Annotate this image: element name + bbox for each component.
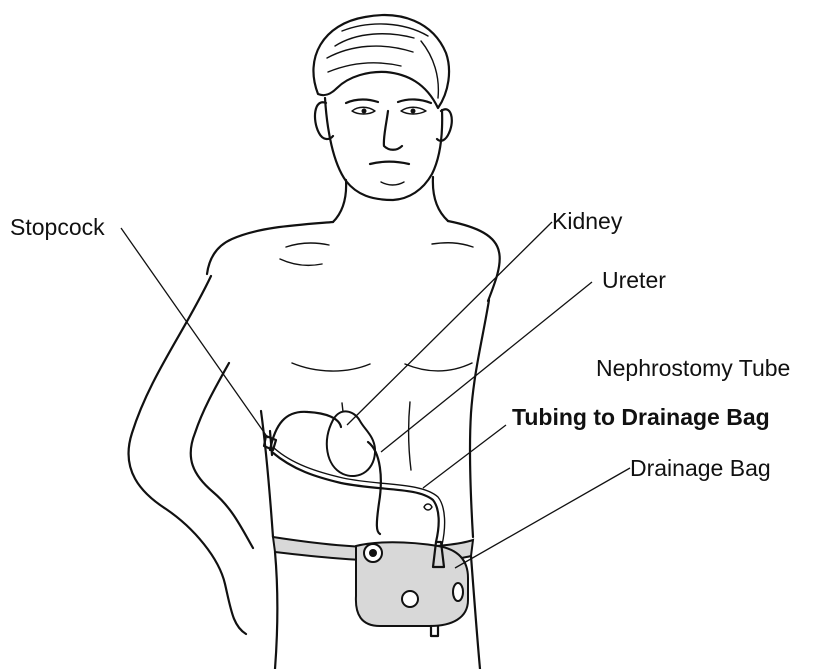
bag-lower-ring: [402, 591, 418, 607]
leader-tubing: [423, 425, 506, 488]
label-stopcock: Stopcock: [10, 216, 105, 239]
navel: [424, 504, 432, 510]
bag-side-ring: [453, 583, 463, 601]
leader-stopcock: [121, 228, 268, 438]
hair: [313, 15, 449, 108]
chest-lines: [280, 243, 473, 266]
leader-kidney: [347, 222, 552, 425]
label-ureter: Ureter: [602, 269, 666, 292]
chin: [381, 182, 404, 185]
left-inner-arm: [191, 363, 253, 548]
mouth: [370, 162, 409, 164]
left-pupil: [362, 109, 367, 114]
leader-drainage-bag: [455, 468, 630, 568]
label-nephrostomy-tube: Nephrostomy Tube: [596, 357, 790, 380]
face-outline: [325, 98, 442, 200]
shoulders: [207, 221, 500, 301]
bag-upper-ring-center: [369, 549, 377, 557]
right-eyebrow: [398, 99, 431, 103]
nose: [384, 111, 402, 150]
bag-drain-spout: [431, 626, 438, 636]
right-pupil: [411, 109, 416, 114]
abdomen-lines: [292, 363, 472, 470]
label-kidney: Kidney: [552, 210, 622, 233]
right-ear: [437, 109, 452, 140]
label-tubing-to-drainage-bag: Tubing to Drainage Bag: [512, 406, 770, 429]
label-drainage-bag: Drainage Bag: [630, 457, 771, 480]
right-side: [470, 300, 489, 537]
left-arm: [129, 276, 246, 634]
left-eyebrow: [346, 100, 378, 104]
left-ear: [315, 102, 333, 139]
